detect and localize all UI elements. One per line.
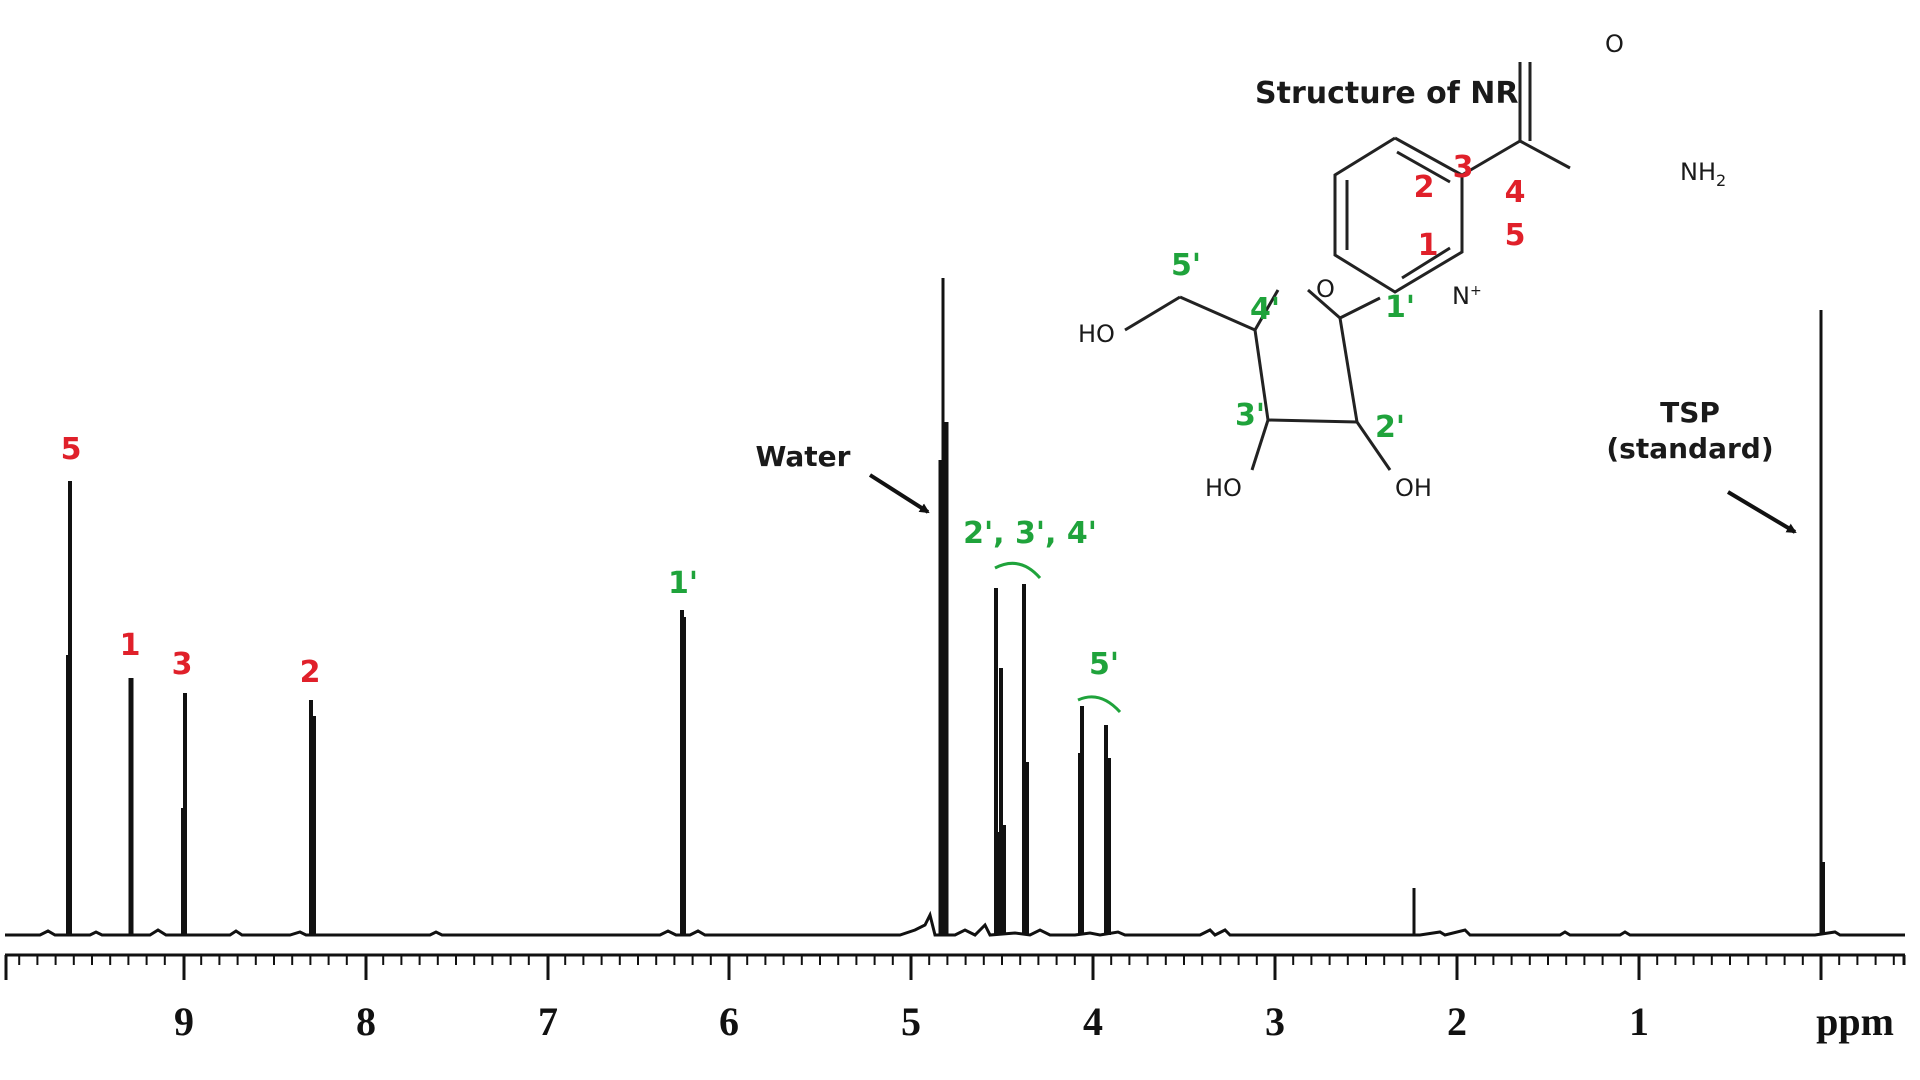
- ring-label-4: 4: [1504, 175, 1526, 210]
- tick-label-9: 9: [174, 999, 194, 1044]
- ring-label-2: 2: [1413, 170, 1435, 205]
- tick-label-6: 6: [719, 999, 739, 1044]
- peaks: [66, 278, 1825, 935]
- water-arrow: [868, 473, 930, 514]
- pyridinium-nitrogen: N+: [1452, 282, 1482, 310]
- bracket-5-prime: [1077, 695, 1122, 714]
- peak-label-2: 2: [299, 655, 321, 690]
- bracket-2-3-4-prime: [994, 561, 1042, 580]
- ring-label-1: 1: [1417, 228, 1439, 263]
- tick-label-1: 1: [1629, 999, 1649, 1044]
- hydroxyl-5-prime: HO: [1078, 320, 1115, 348]
- peak-label-2-3-4-prime: 2', 3', 4': [963, 516, 1097, 551]
- ribose-label-3-prime: 3': [1234, 398, 1266, 433]
- tick-label-2: 2: [1447, 999, 1467, 1044]
- ribose-label-5-prime: 5': [1170, 248, 1202, 283]
- axis-unit-label: ppm: [1816, 999, 1894, 1044]
- tick-label-7: 7: [538, 999, 558, 1044]
- spectrum-trace: [5, 910, 1905, 937]
- ring-label-5: 5: [1504, 218, 1526, 253]
- ribose-label-4-prime: 4': [1249, 292, 1281, 327]
- tick-label-5: 5: [901, 999, 921, 1044]
- ring-label-3: 3: [1452, 150, 1474, 185]
- structure-title: Structure of NR: [1255, 76, 1519, 111]
- hydroxyl-2-prime: OH: [1395, 474, 1432, 502]
- peak-label-1: 1: [119, 628, 141, 663]
- ribose-label-2-prime: 2': [1374, 410, 1406, 445]
- peak-label-3: 3: [171, 647, 193, 682]
- hydroxyl-3-prime: HO: [1205, 474, 1242, 502]
- tick-label-3: 3: [1265, 999, 1285, 1044]
- x-axis: [4, 953, 1906, 980]
- tsp-arrow: [1726, 490, 1797, 534]
- carbonyl-oxygen: O: [1605, 30, 1624, 58]
- amide-nh2: NH2: [1680, 158, 1727, 190]
- ribose-ring-oxygen: O: [1316, 275, 1335, 303]
- peak-label-1-prime: 1': [667, 566, 699, 601]
- peak-label-5: 5: [60, 432, 82, 467]
- chemical-structure: [1124, 62, 1571, 471]
- x-axis-minor-ticks: [18, 955, 1895, 965]
- tick-label-4: 4: [1083, 999, 1103, 1044]
- tick-label-8: 8: [356, 999, 376, 1044]
- water-label: Water: [755, 440, 851, 473]
- ribose-label-1-prime: 1': [1384, 290, 1416, 325]
- tsp-label: TSP (standard): [1606, 396, 1774, 465]
- peak-label-5-prime: 5': [1088, 647, 1120, 682]
